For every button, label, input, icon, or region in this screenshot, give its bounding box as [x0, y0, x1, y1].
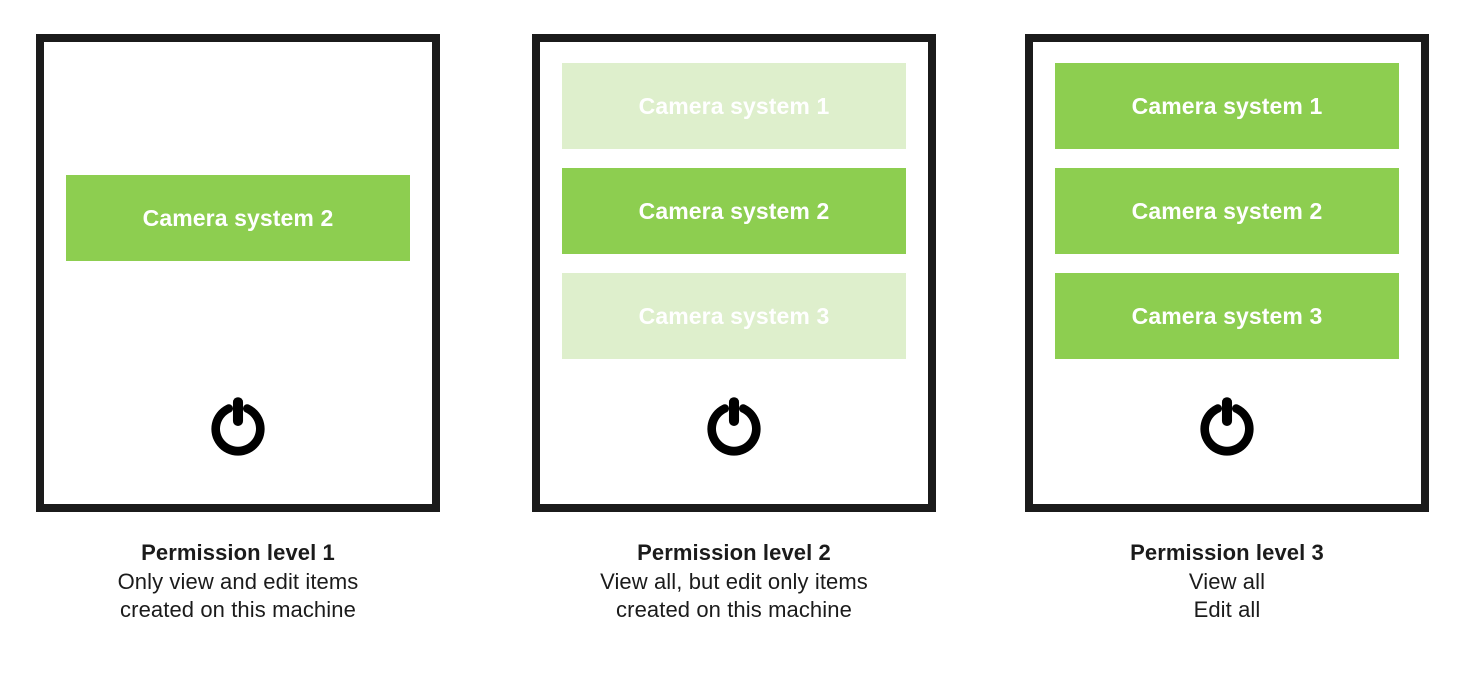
machine-screen-3: Camera system 1 Camera system 2 Camera s…: [1025, 34, 1429, 512]
camera-system-list-1: Camera system 2: [44, 42, 432, 261]
camera-system-bar[interactable]: Camera system 1: [562, 63, 906, 149]
camera-system-bar[interactable]: Camera system 3: [1055, 273, 1399, 359]
power-button-area-3: [1033, 390, 1421, 462]
power-button-area-1: [44, 390, 432, 462]
panel-caption-1: Permission level 1 Only view and edit it…: [36, 539, 440, 625]
permission-panel-2: Camera system 1 Camera system 2 Camera s…: [532, 34, 936, 625]
caption-line: Edit all: [1193, 597, 1261, 623]
machine-screen-2: Camera system 1 Camera system 2 Camera s…: [532, 34, 936, 512]
panel-caption-2: Permission level 2 View all, but edit on…: [532, 539, 936, 625]
camera-system-bar[interactable]: Camera system 3: [562, 273, 906, 359]
caption-line: View all: [1188, 568, 1266, 594]
permission-panel-1: Camera system 2 Permission level 1 Only …: [36, 34, 440, 625]
camera-system-bar[interactable]: Camera system 2: [66, 175, 410, 261]
power-icon: [707, 397, 761, 456]
caption-title: Permission level 1: [141, 540, 335, 565]
camera-system-bar[interactable]: Camera system 1: [1055, 63, 1399, 149]
caption-line: created on this machine: [120, 597, 356, 623]
camera-system-bar[interactable]: Camera system 2: [562, 168, 906, 254]
permission-panel-3: Camera system 1 Camera system 2 Camera s…: [1025, 34, 1429, 625]
machine-screen-1: Camera system 2: [36, 34, 440, 512]
camera-system-bar[interactable]: Camera system 2: [1055, 168, 1399, 254]
caption-title: Permission level 3: [1130, 540, 1324, 565]
power-button-area-2: [540, 390, 928, 462]
power-icon: [211, 397, 265, 456]
caption-title: Permission level 2: [637, 540, 831, 565]
power-icon: [1200, 397, 1254, 456]
panel-caption-3: Permission level 3 View all Edit all: [1025, 539, 1429, 625]
camera-system-list-2: Camera system 1 Camera system 2 Camera s…: [540, 42, 928, 359]
camera-system-list-3: Camera system 1 Camera system 2 Camera s…: [1033, 42, 1421, 359]
caption-line: Only view and edit items: [117, 568, 359, 594]
caption-line: View all, but edit only items: [600, 568, 868, 594]
caption-line: created on this machine: [616, 597, 852, 623]
